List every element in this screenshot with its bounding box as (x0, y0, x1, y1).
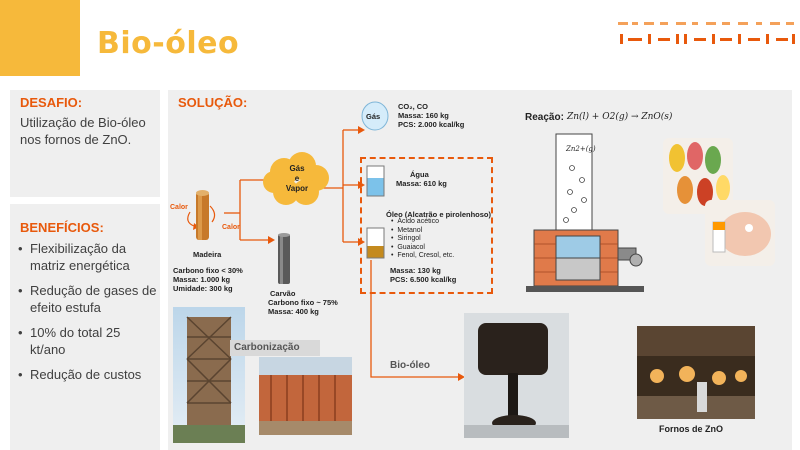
decorative-pattern-icon (618, 22, 795, 44)
list-item: • Guaiacol (391, 243, 425, 251)
beneficios-heading: BENEFÍCIOS: (20, 220, 104, 235)
list-item: • Ácido acético (391, 218, 439, 225)
reacao-equation: Zn(l) + O2(g) → ZnO(s) (567, 112, 673, 122)
carvao-label: Carvão (270, 289, 296, 298)
oleo-pcs: PCS: 6.500 kcal/kg (390, 275, 457, 284)
gas-title: CO₂, CO (398, 102, 428, 111)
carbonizacao-tower-photo (173, 307, 245, 443)
fornos-zno-photo (637, 326, 755, 419)
fornos-zno-label: Fornos de ZnO (659, 424, 723, 434)
madeira-log-icon (196, 190, 209, 240)
list-item: Redução de custos (18, 366, 158, 383)
desafio-panel (10, 90, 160, 197)
carbonizacao-label: Carbonização (230, 340, 320, 356)
desafio-heading: DESAFIO: (20, 95, 83, 110)
agua-massa: Massa: 610 kg (396, 179, 447, 188)
carvao-carbono: Carbono fixo ~ 75% (268, 298, 338, 307)
page-title: Bio-óleo (97, 26, 240, 61)
oleo-title: Óleo (Alcatrão e pirolenhoso) (386, 210, 492, 219)
carvao-cylinder-icon (278, 233, 290, 284)
desafio-text: Utilização de Bio-óleo nos fornos de ZnO… (20, 115, 146, 147)
cosmetics-photo (705, 200, 775, 266)
oleo-massa: Massa: 130 kg (390, 266, 441, 275)
header-orange-block (0, 0, 80, 76)
list-item: Flexibilização da matriz energética (18, 240, 158, 274)
gas-bubble-icon (361, 101, 389, 131)
reacao-label: Reação: (525, 112, 564, 123)
oleo-components: • Ácido acético • Metanol • Siringol • G… (391, 218, 454, 261)
solucao-heading: SOLUÇÃO: (178, 95, 248, 110)
beneficios-list: Flexibilização da matriz energética Redu… (18, 240, 158, 391)
list-item: Redução de gases de efeito estufa (18, 282, 158, 316)
list-item: • Fenol, Cresol, etc. (391, 252, 455, 259)
agua-beaker-icon (366, 165, 385, 197)
liquid-products-box (360, 157, 493, 294)
oleo-beaker-icon (366, 227, 385, 259)
carvao-massa: Massa: 400 kg (268, 307, 319, 316)
gas-vapor-label: Gás e Vapor (285, 164, 309, 193)
calor-label-1: Calor (170, 204, 188, 211)
bio-oleo-photo (464, 313, 569, 438)
madeira-carbono: Carbono fixo < 30% (173, 266, 243, 275)
bio-oleo-label: Bio-óleo (390, 360, 430, 371)
list-item: • Siringol (391, 235, 421, 242)
calor-label-2: Calor (222, 224, 240, 231)
gas-massa: Massa: 160 kg (398, 111, 449, 120)
agua-title: Água (410, 170, 429, 179)
madeira-massa: Massa: 1.000 kg (173, 275, 231, 284)
list-item: • Metanol (391, 226, 423, 234)
gas-vapor-cloud-icon (263, 152, 329, 205)
madeira-label: Madeira (193, 250, 222, 259)
gas-pcs: PCS: 2.000 kcal/kg (398, 120, 465, 129)
zn-ion-label: Zn2+(g) (566, 145, 596, 153)
carbonizacao-kilns-photo (259, 357, 352, 435)
list-item: 10% do total 25 kt/ano (18, 324, 158, 358)
zno-furnace-diagram (526, 133, 644, 292)
madeira-umidade: Umidade: 300 kg (173, 284, 233, 293)
gas-bubble-label: Gás (366, 112, 381, 121)
